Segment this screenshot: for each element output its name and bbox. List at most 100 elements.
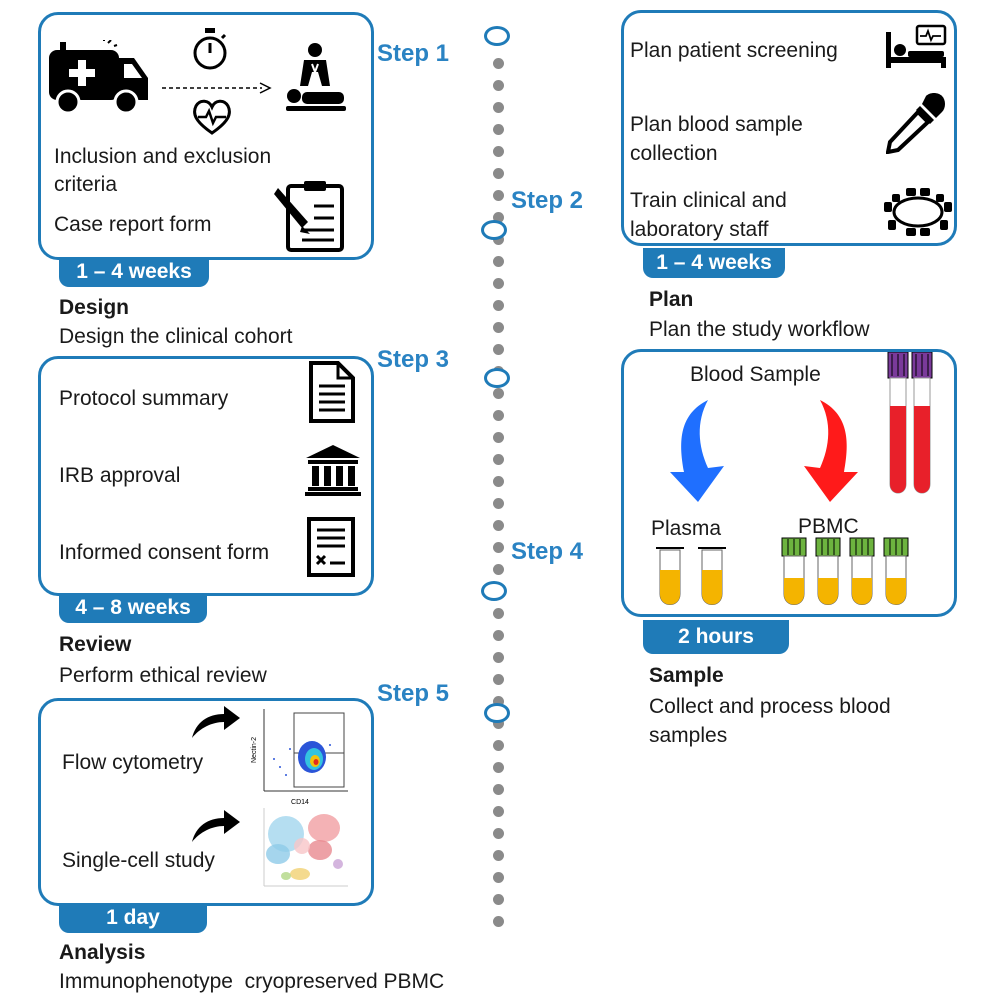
timeline-dot <box>493 608 504 619</box>
step1-phase: Design <box>59 296 130 319</box>
timeline-dot <box>493 168 504 179</box>
timeline-dot <box>493 652 504 663</box>
timeline-dot <box>493 300 504 311</box>
timeline-dot <box>493 344 504 355</box>
flow-plot-icon: CD14 Nectin-2 <box>250 705 350 807</box>
step5-label: Step 5 <box>377 680 450 707</box>
hospital-bed-icon <box>884 24 948 70</box>
step3-duration: 4 – 8 weeks <box>59 593 207 623</box>
timeline-dot <box>493 630 504 641</box>
ambulance-icon <box>46 40 152 116</box>
step1-item-criteria: criteria <box>54 173 118 196</box>
pbmc-arrow-icon <box>800 400 860 504</box>
step5-phase: Analysis <box>59 941 146 964</box>
institution-icon <box>304 444 362 496</box>
timeline-dot <box>493 256 504 267</box>
timeline-dot <box>493 124 504 135</box>
timeline-dot <box>493 850 504 861</box>
timeline-dot <box>493 454 504 465</box>
step3-item-irb: IRB approval <box>59 464 181 487</box>
pbmc-tube-icon <box>780 536 910 610</box>
heart-pulse-icon <box>192 98 232 136</box>
step2-item-screening: Plan patient screening <box>630 39 838 62</box>
timeline-dot <box>493 740 504 751</box>
timeline-dot <box>493 718 504 729</box>
stopwatch-icon <box>192 28 228 72</box>
timeline-dot <box>493 762 504 773</box>
step4-desc-line2: samples <box>649 724 728 747</box>
timeline-dot <box>493 872 504 883</box>
timeline-dot <box>493 234 504 245</box>
plasma-tube-icon <box>654 546 728 608</box>
blood-tube-icon <box>886 352 936 498</box>
dashed-arrow <box>160 82 272 94</box>
step2-duration: 1 – 4 weeks <box>643 248 785 278</box>
timeline-dot <box>493 520 504 531</box>
flow-cytometry-label: Flow cytometry <box>62 751 204 774</box>
timeline-dot <box>493 322 504 333</box>
step3-phase: Review <box>59 633 132 656</box>
timeline-dot <box>493 278 504 289</box>
timeline-dot <box>493 102 504 113</box>
step2-desc: Plan the study workflow <box>649 318 870 341</box>
step5-duration: 1 day <box>59 903 207 933</box>
step4-phase: Sample <box>649 664 724 687</box>
step3-item-protocol: Protocol summary <box>59 387 229 410</box>
timeline-dot <box>493 146 504 157</box>
step3-desc: Perform ethical review <box>59 664 267 687</box>
step2-item-train-2: laboratory staff <box>630 218 769 241</box>
step1-item-inclusion: Inclusion and exclusion <box>54 145 272 168</box>
timeline-dot <box>493 894 504 905</box>
timeline-dot <box>493 542 504 553</box>
timeline-dot <box>493 696 504 707</box>
timeline-node-step5 <box>484 703 510 723</box>
timeline-node-step3 <box>484 368 510 388</box>
umap-plot-icon <box>258 806 350 894</box>
meeting-table-icon <box>884 186 952 238</box>
curved-arrow-icon <box>190 704 242 740</box>
timeline-dot <box>493 564 504 575</box>
pbmc-label: PBMC <box>798 515 859 538</box>
clipboard-checklist-icon <box>272 178 348 254</box>
timeline-dot <box>493 498 504 509</box>
step2-item-blood-2: collection <box>630 142 718 165</box>
dropper-icon <box>886 92 946 154</box>
step3-item-consent: Informed consent form <box>59 541 270 564</box>
timeline-dot <box>493 784 504 795</box>
step1-desc: Design the clinical cohort <box>59 325 293 348</box>
step4-desc-line1: Collect and process blood <box>649 695 891 718</box>
step1-item-crf: Case report form <box>54 213 212 236</box>
step4-duration: 2 hours <box>643 620 789 654</box>
timeline-dot <box>493 916 504 927</box>
step5-card <box>38 698 374 906</box>
timeline-dot <box>493 388 504 399</box>
timeline-dot <box>493 828 504 839</box>
document-icon <box>308 360 356 424</box>
step2-label: Step 2 <box>511 187 584 214</box>
step2-item-train-1: Train clinical and <box>630 189 787 212</box>
timeline-dot <box>493 806 504 817</box>
timeline-dot <box>493 476 504 487</box>
flow-plot-ylabel: Nectin-2 <box>251 737 258 763</box>
timeline-dot <box>493 410 504 421</box>
step1-duration: 1 – 4 weeks <box>59 257 209 287</box>
timeline-dot <box>493 212 504 223</box>
step2-item-blood-1: Plan blood sample <box>630 113 803 136</box>
cpr-icon <box>282 42 348 114</box>
step4-label: Step 4 <box>511 538 584 565</box>
timeline-node-step4 <box>481 581 507 601</box>
plasma-label: Plasma <box>651 517 722 540</box>
timeline-dot <box>493 80 504 91</box>
single-cell-label: Single-cell study <box>62 849 215 872</box>
step5-desc: Immunophenotype cryopreserved PBMC <box>59 970 445 993</box>
step1-label: Step 1 <box>377 40 450 67</box>
blood-sample-label: Blood Sample <box>690 363 821 386</box>
curved-arrow-icon <box>190 808 242 844</box>
timeline-node-step2 <box>481 220 507 240</box>
step3-label: Step 3 <box>377 346 450 373</box>
timeline-node-step1 <box>484 26 510 46</box>
timeline-dot <box>493 190 504 201</box>
consent-form-icon <box>306 516 356 578</box>
flow-plot-xlabel: CD14 <box>291 799 309 806</box>
plasma-arrow-icon <box>668 400 728 504</box>
